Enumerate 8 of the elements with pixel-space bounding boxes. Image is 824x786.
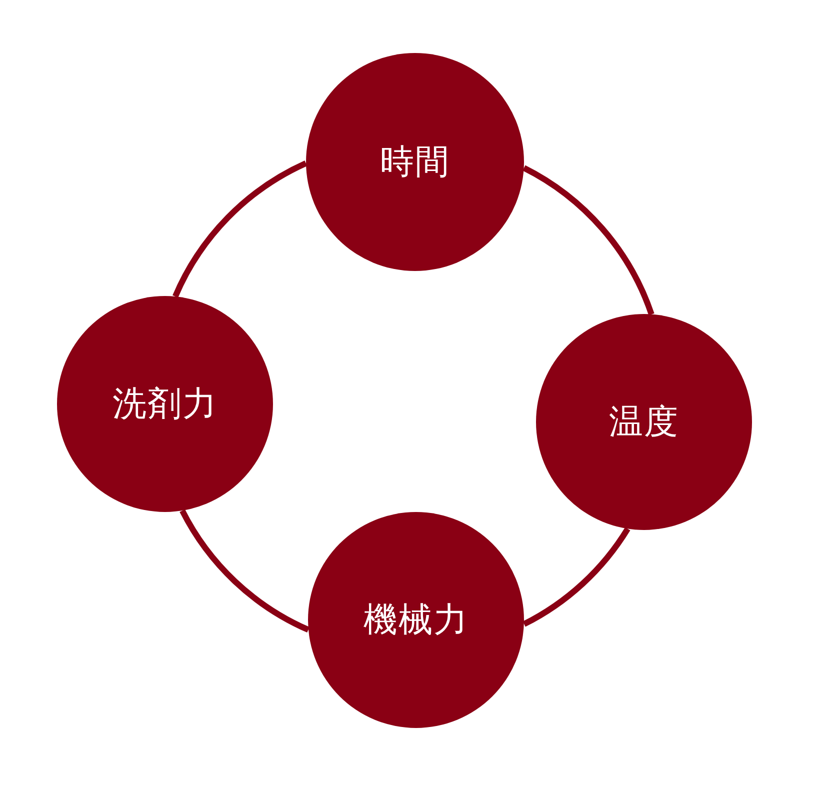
ring-connector: [172, 160, 308, 298]
node-label: 温度: [609, 401, 679, 444]
node-label: 機械力: [364, 599, 468, 642]
node-label: 時間: [380, 141, 450, 184]
ring-connector: [180, 509, 310, 632]
node-label: 洗剤力: [112, 383, 218, 426]
ring-connector: [522, 527, 630, 627]
ring-connector: [522, 165, 654, 316]
